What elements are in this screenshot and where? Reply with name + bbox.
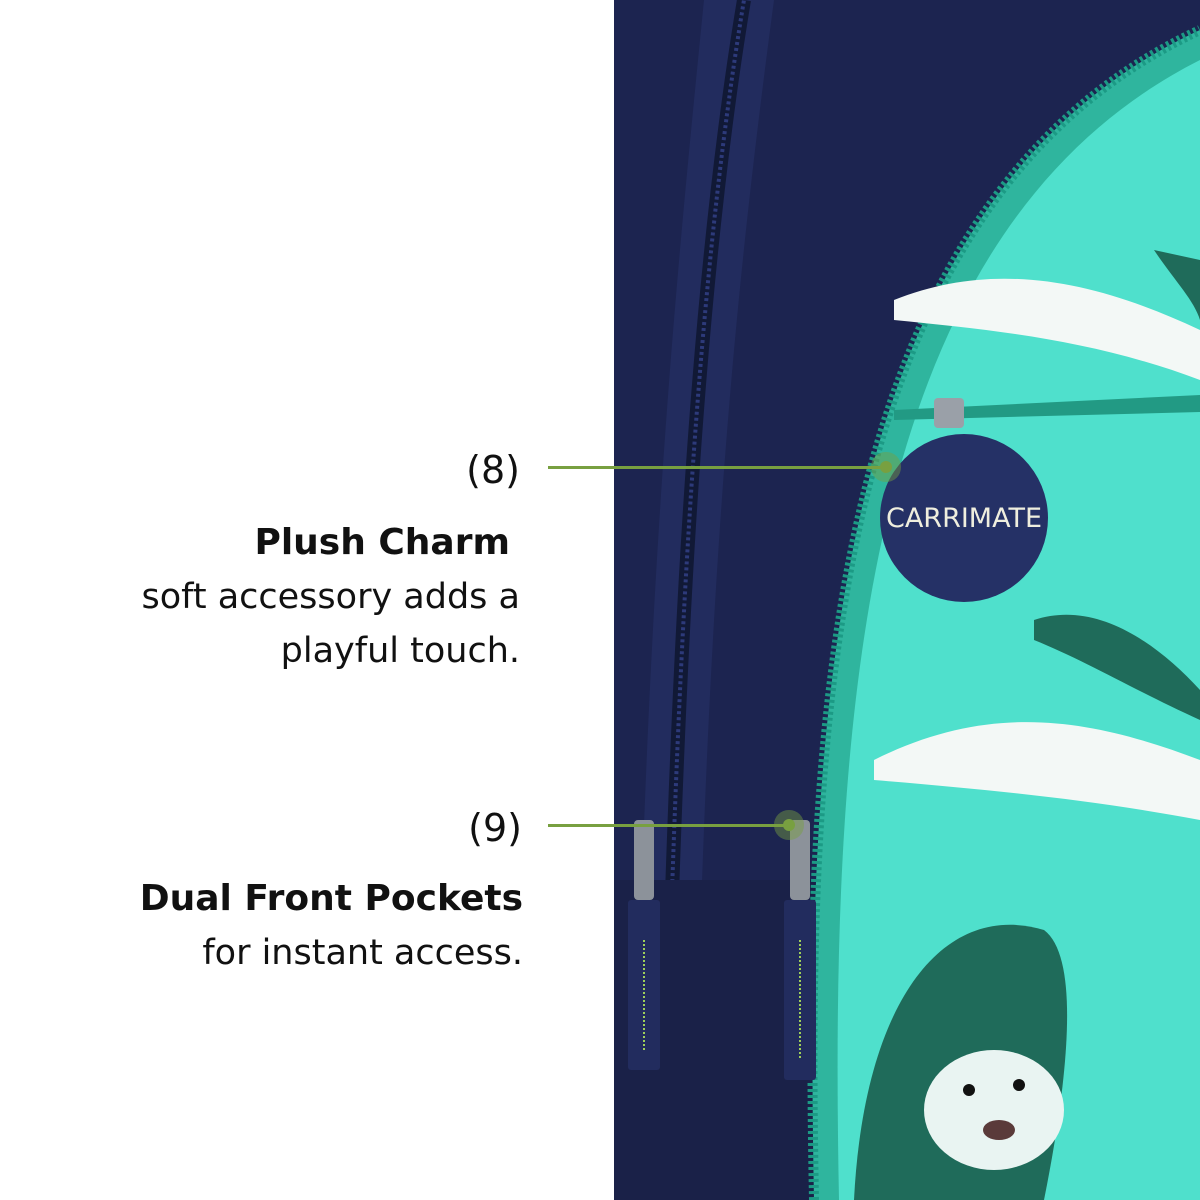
description-line: playful touch. (280, 631, 520, 671)
carrimate-logo: CARRIMATE (886, 503, 1042, 534)
callout-dot (783, 819, 795, 831)
backpack-photo: CARRIMATE (614, 0, 1200, 1200)
backpack-illustration: CARRIMATE (614, 0, 1200, 1200)
feature-number: (9) (468, 806, 522, 850)
feature-number: (8) (466, 448, 520, 492)
callout-dot (880, 461, 892, 473)
feature-description: soft accessory adds a playful touch. (142, 570, 520, 678)
description-line: for instant access. (202, 933, 523, 973)
callout-line (548, 824, 788, 827)
feature-title: Plush Charm (254, 522, 510, 563)
description-line: soft accessory adds a (141, 577, 520, 617)
feature-title: Dual Front Pockets (139, 878, 523, 919)
feature-description: for instant access. (202, 926, 523, 980)
callout-line (548, 466, 885, 469)
